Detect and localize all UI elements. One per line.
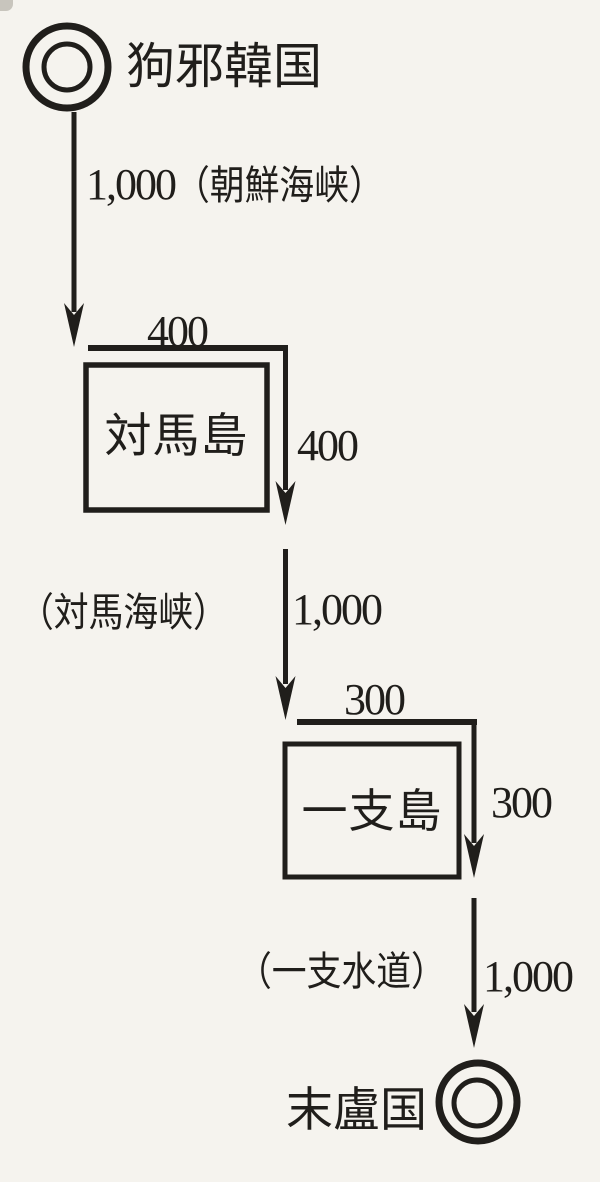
leg3-arrowhead-icon xyxy=(464,1004,484,1048)
leg1-strait: （朝鮮海峡） xyxy=(175,163,384,208)
start-node-outer-circle xyxy=(22,22,112,112)
leg2-strait-wrap: （対馬海峡） xyxy=(19,593,259,633)
end-node-label: 末盧国 xyxy=(286,1085,427,1137)
leg1-label: 1,000（朝鮮海峡） xyxy=(86,163,415,207)
start-node-label: 狗邪韓国 xyxy=(126,39,323,94)
start-node-inner-circle xyxy=(41,41,93,93)
leg2-strait: （対馬海峡） xyxy=(19,590,228,635)
leg2-distance: 1,000 xyxy=(292,585,383,634)
iki-side-arrowhead-icon xyxy=(464,834,484,878)
tsushima-box xyxy=(83,362,270,513)
iki-top-distance: 300 xyxy=(344,675,406,724)
tsushima-side-distance: 400 xyxy=(297,421,359,470)
leg1-arrowhead-icon xyxy=(64,303,84,347)
end-node-inner-circle xyxy=(451,1077,503,1129)
end-node-outer-circle xyxy=(435,1059,521,1145)
tsushima-side-arrowhead-icon xyxy=(275,481,296,525)
leg3-strait-wrap: （一支水道） xyxy=(237,952,477,992)
iki-name: 一支島 xyxy=(301,786,443,837)
tsushima-name: 対馬島 xyxy=(104,411,249,463)
tsushima-top-distance: 400 xyxy=(147,307,209,356)
leg3-distance: 1,000 xyxy=(483,952,574,1001)
iki-box xyxy=(282,741,462,880)
leg3-strait: （一支水道） xyxy=(237,949,446,994)
leg2-arrowhead-icon xyxy=(275,676,296,720)
iki-side-distance: 300 xyxy=(491,778,553,827)
leg1-distance: 1,000 xyxy=(86,160,177,209)
scan-artifact xyxy=(0,0,13,11)
